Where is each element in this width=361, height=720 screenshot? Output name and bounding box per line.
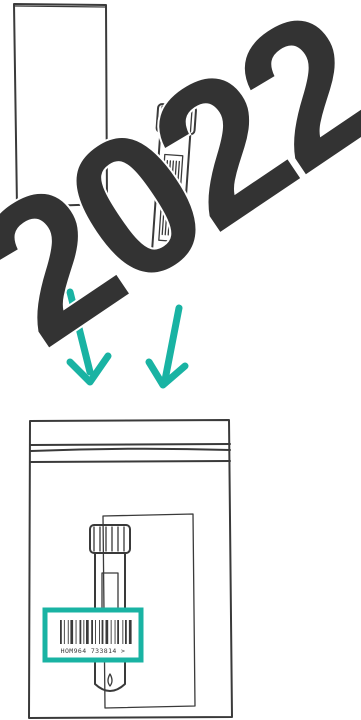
barcode-number: HOM964 733814 > <box>61 647 126 655</box>
watermark: 2022 <box>0 0 361 387</box>
barcode-label: HOM964 733814 > <box>45 610 141 660</box>
watermark-text: 2022 <box>0 0 361 387</box>
specimen-bag <box>29 420 232 718</box>
